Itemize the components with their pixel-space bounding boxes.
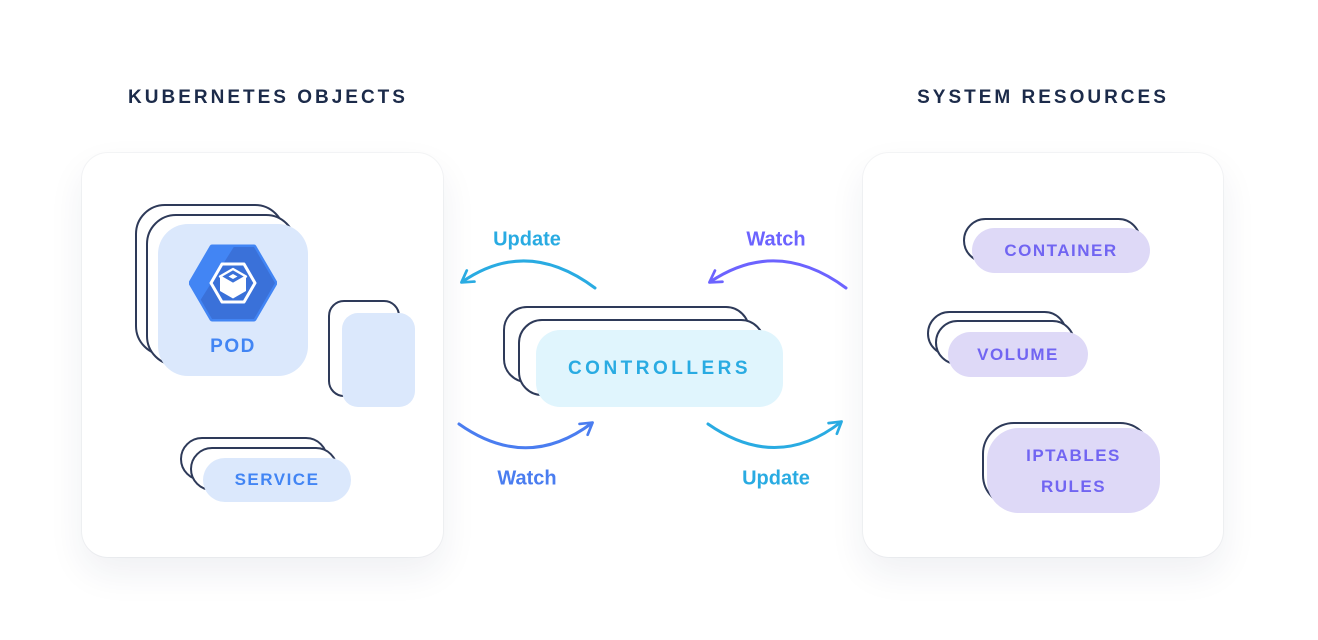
watch-arrow-top-right: [708, 259, 848, 290]
pod-hexagon-icon: [189, 244, 277, 321]
service-label: SERVICE: [234, 470, 320, 489]
update-label-bottom-right: Update: [742, 467, 810, 490]
service-pill: SERVICE: [203, 458, 351, 502]
iptables-label-line2: RULES: [1040, 476, 1107, 496]
iptables-rules-stack: IPTABLES RULES: [982, 422, 1162, 517]
controllers-label: CONTROLLERS: [567, 357, 752, 379]
pod-card: POD: [158, 224, 308, 376]
volume-stack: VOLUME: [927, 311, 1092, 381]
small-card-fill: [342, 313, 415, 407]
iptables-box: IPTABLES RULES: [987, 428, 1160, 513]
volume-pill: VOLUME: [948, 332, 1088, 377]
volume-label: VOLUME: [977, 344, 1059, 364]
kubernetes-objects-heading: KUBERNETES OBJECTS: [128, 87, 408, 108]
iptables-label-line1: IPTABLES: [1026, 445, 1121, 465]
watch-label-bottom-left: Watch: [497, 467, 557, 490]
pod-stack: POD: [135, 204, 310, 382]
pod-small-card-stack: [328, 300, 418, 410]
system-resources-heading: SYSTEM RESOURCES: [917, 87, 1169, 108]
watch-label-top-right: Watch: [746, 228, 806, 251]
container-label: CONTAINER: [1004, 240, 1118, 260]
container-stack: CONTAINER: [963, 218, 1153, 276]
controllers-box: CONTROLLERS: [536, 330, 783, 407]
update-label-top-left: Update: [493, 228, 561, 251]
watch-arrow-bottom-left: [457, 421, 594, 450]
update-arrow-top-left: [460, 259, 597, 290]
update-arrow-bottom-right: [706, 420, 843, 449]
service-stack: SERVICE: [180, 437, 355, 507]
controllers-stack: CONTROLLERS: [503, 306, 793, 411]
container-pill: CONTAINER: [972, 228, 1150, 273]
pod-label: POD: [210, 335, 256, 357]
